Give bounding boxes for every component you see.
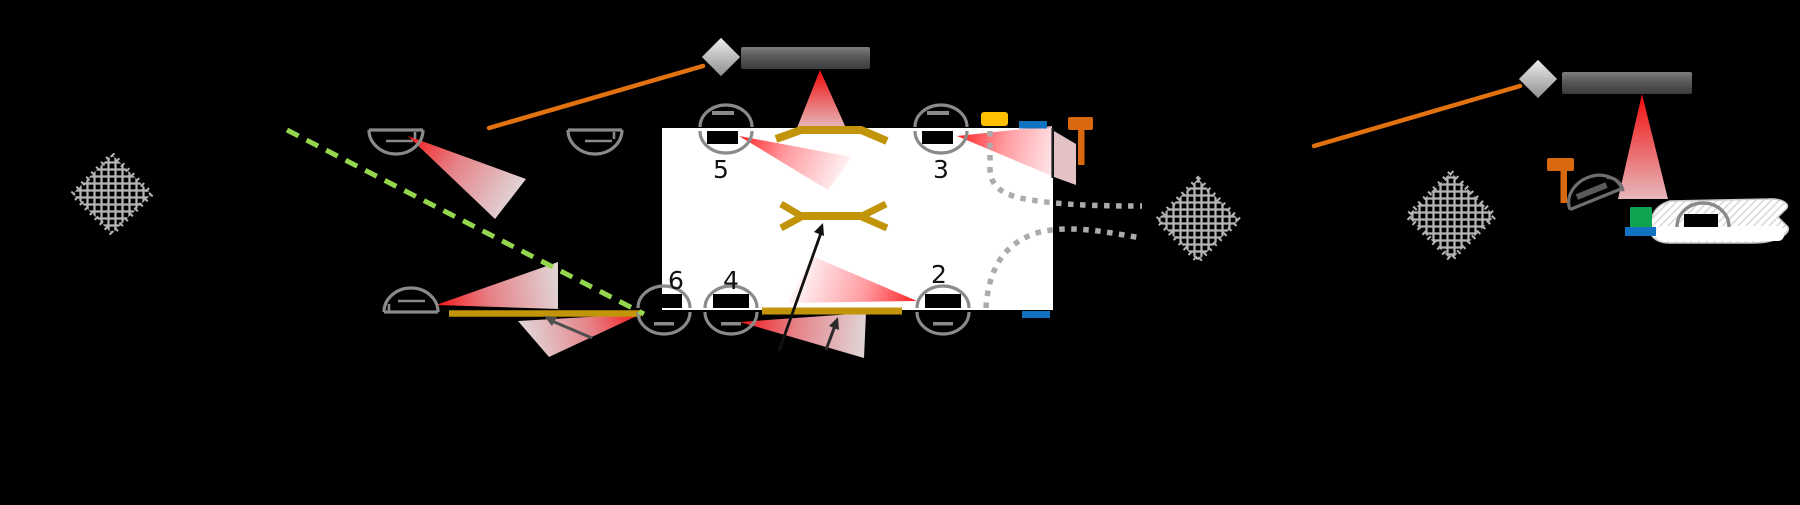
laser2-plume [1618, 94, 1668, 199]
laser2-head [1518, 59, 1692, 99]
label-sensor-6: 6 [668, 266, 684, 295]
tilted-camera-slit [1575, 182, 1608, 200]
weld-bead-top [774, 126, 889, 145]
signal-wires [983, 131, 1143, 309]
fan-sensor2 [788, 256, 917, 303]
annotation-arrows [544, 223, 839, 352]
slab-dome-sensor-body [1684, 214, 1718, 227]
tilted-camera [1567, 173, 1625, 211]
blue-marker-top [1019, 121, 1047, 129]
pin-right-assembly [1547, 158, 1574, 203]
slab-assembly [1649, 198, 1790, 244]
signal-wire-bottom [983, 226, 1143, 309]
slab-front-face [1656, 226, 1784, 241]
label-sensor-2: 2 [931, 260, 947, 289]
specimen-bar [779, 200, 889, 232]
signal-wire-top [987, 131, 1143, 209]
fan-sensor5 [739, 136, 852, 190]
guide-dashed-line [285, 127, 646, 317]
tilted-camera-cap [1606, 175, 1625, 192]
arrow-head-specimen [814, 223, 824, 236]
label-sensor-3: 3 [933, 155, 949, 184]
laser2-body [1562, 72, 1692, 94]
mesh-icon-right [1403, 168, 1499, 264]
pin-chamber [1068, 117, 1093, 165]
laser2-nozzle [1518, 59, 1558, 99]
orange-pins [1068, 117, 1574, 203]
fan-bowl-top [408, 136, 526, 219]
label-sensor-5: 5 [713, 155, 729, 184]
weld-elements [449, 126, 902, 317]
fan-sensor3 [957, 126, 1052, 176]
label-sensor-4: 4 [723, 266, 739, 295]
fan-sensor3-outside [1054, 131, 1076, 185]
chamber-edge-line [1051, 128, 1054, 178]
blue-marker-right [1625, 227, 1656, 236]
fan-sensor6 [518, 314, 641, 357]
blue-marker-bottom [1022, 311, 1050, 318]
laser1-plume [797, 70, 846, 128]
slab-dome-sensor [1675, 201, 1731, 228]
laser1-body [741, 47, 870, 69]
green-marker [1630, 207, 1652, 228]
laser-beams [486, 63, 1523, 149]
arrow-head-left [544, 316, 557, 326]
laser1-beam [486, 63, 706, 131]
yellow-sensor-marker [981, 112, 1008, 126]
arrow-head-bead [829, 317, 839, 330]
fan-bowl-bottom [436, 262, 558, 309]
laser2-beam [1311, 83, 1523, 149]
